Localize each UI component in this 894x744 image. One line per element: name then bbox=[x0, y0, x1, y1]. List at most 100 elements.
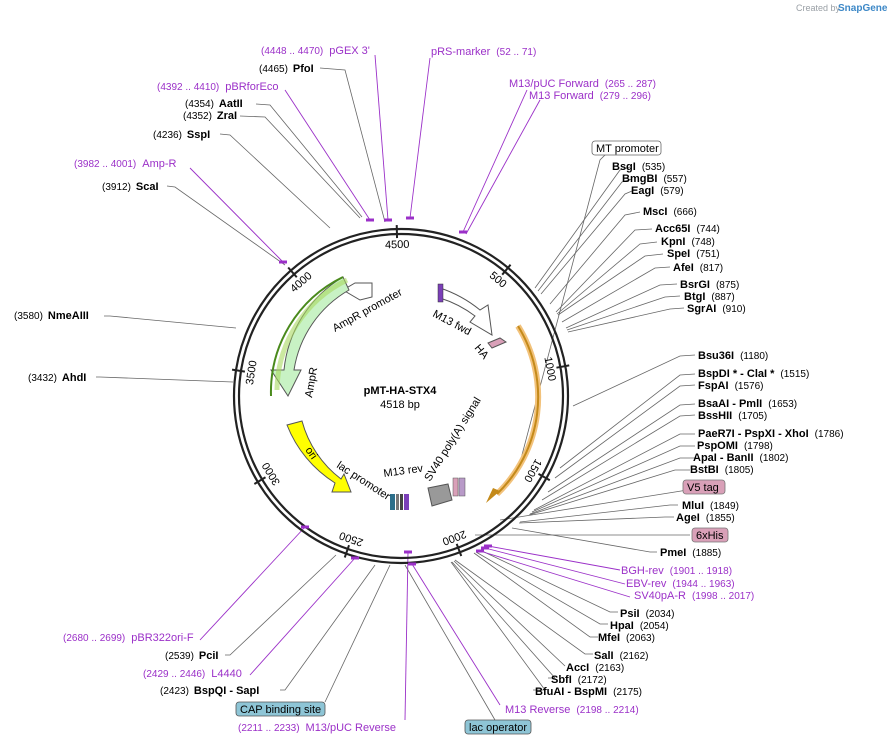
site-position: (2423) bbox=[160, 686, 189, 697]
site-name: NmeAIII bbox=[48, 310, 89, 322]
right-site: MscI(666) bbox=[643, 206, 697, 218]
primer-range: (4448 .. 4470) bbox=[261, 46, 323, 57]
primer-label: (2429 .. 2446)L4440 bbox=[143, 668, 242, 680]
primer-range: (2211 .. 2233) bbox=[238, 723, 300, 734]
site-position: (535) bbox=[642, 162, 665, 173]
feature-m13-fwd bbox=[437, 283, 493, 336]
primer-range: (4392 .. 4410) bbox=[157, 82, 219, 93]
tick-label-4000: 4000 bbox=[288, 270, 314, 295]
site-position: (887) bbox=[711, 292, 734, 303]
left-restriction-sites: (4465)PfoI(4354)AatII(4352)ZraI(4236)Ssp… bbox=[14, 63, 314, 697]
site-name: PaeR7I - PspXI - XhoI bbox=[698, 428, 809, 440]
left-site: (4465)PfoI bbox=[259, 63, 314, 75]
right-site: BstBI(1805) bbox=[690, 464, 754, 476]
right-site: SalI(2162) bbox=[594, 650, 648, 662]
credit-prefix: Created by bbox=[796, 3, 841, 13]
primer-range: (265 .. 287) bbox=[605, 79, 656, 90]
site-name: AccI bbox=[566, 662, 589, 674]
site-name: EagI bbox=[631, 185, 654, 197]
primer-range: (279 .. 296) bbox=[600, 91, 651, 102]
primer-name: pRS-marker bbox=[431, 46, 491, 58]
site-position: (4354) bbox=[185, 99, 214, 110]
svg-text:lac operator: lac operator bbox=[469, 722, 527, 734]
tick-label-1000: 1000 bbox=[541, 356, 557, 382]
right-site: MluI(1849) bbox=[682, 500, 739, 512]
site-position: (2163) bbox=[595, 663, 624, 674]
site-name: SbfI bbox=[551, 674, 572, 686]
ha-label: HA bbox=[472, 342, 491, 362]
tick-3000 bbox=[253, 476, 267, 485]
primer-marker bbox=[484, 544, 492, 548]
primer-name: Amp-R bbox=[142, 158, 176, 170]
site-position: (1802) bbox=[760, 453, 789, 464]
right-site: PspOMI(1798) bbox=[697, 440, 773, 452]
site-name: BspQI - SapI bbox=[194, 685, 259, 697]
site-position: (1849) bbox=[710, 501, 739, 512]
primer-label: SV40pA-R(1998 .. 2017) bbox=[634, 590, 754, 602]
primer-name: M13 Reverse bbox=[505, 704, 570, 716]
site-name: SpeI bbox=[667, 248, 690, 260]
right-site: ApaI - BanII(1802) bbox=[693, 452, 788, 464]
right-site: AccI (2163) bbox=[566, 662, 624, 674]
left-site: (4352)ZraI bbox=[183, 110, 237, 122]
primer-marker bbox=[408, 562, 416, 566]
right-restriction-sites: BsgI(535)BmgBI(557)EagI(579)MscI(666)Acc… bbox=[535, 161, 844, 698]
primer-label: M13 Reverse(2198 .. 2214) bbox=[505, 704, 639, 716]
feature-lac-region bbox=[390, 477, 466, 510]
right-site: Acc65I(744) bbox=[655, 223, 720, 235]
site-name: ScaI bbox=[136, 181, 159, 193]
site-position: (2175) bbox=[613, 687, 642, 698]
backbone-inner bbox=[237, 232, 565, 560]
right-site: PsiI(2034) bbox=[620, 608, 674, 620]
site-position: (2162) bbox=[620, 651, 649, 662]
primer-name: M13/pUC Reverse bbox=[306, 722, 396, 734]
site-name: PciI bbox=[199, 650, 219, 662]
site-name: BtgI bbox=[684, 291, 705, 303]
site-position: (557) bbox=[663, 174, 686, 185]
primer-marker bbox=[406, 216, 414, 220]
sv40-label: SV40 poly(A) signal bbox=[422, 395, 483, 483]
site-name: AatII bbox=[219, 98, 243, 110]
site-name: Acc65I bbox=[655, 223, 690, 235]
site-position: (1653) bbox=[768, 399, 797, 410]
site-name: PspOMI bbox=[697, 440, 738, 452]
primer-marker bbox=[384, 218, 392, 222]
right-site: BsrGI(875) bbox=[680, 279, 739, 291]
cap-binding-site-box: CAP binding site bbox=[235, 701, 326, 717]
site-position: (1885) bbox=[692, 548, 721, 559]
primer-label: (3982 .. 4001)Amp-R bbox=[74, 158, 177, 170]
tick-3500 bbox=[231, 368, 246, 373]
primer-label: (4392 .. 4410)pBRforEco bbox=[157, 81, 278, 93]
right-site: MfeI(2063) bbox=[598, 632, 655, 644]
svg-text:CAP binding site: CAP binding site bbox=[240, 704, 321, 716]
site-name: BssHII bbox=[698, 410, 732, 422]
left-site: (3580)NmeAIII bbox=[14, 310, 89, 322]
primer-range: (1944 .. 1963) bbox=[672, 579, 734, 590]
site-position: (2063) bbox=[626, 633, 655, 644]
site-position: (4352) bbox=[183, 111, 212, 122]
primer-label: EBV-rev(1944 .. 1963) bbox=[626, 578, 735, 590]
right-site: SgrAI(910) bbox=[687, 303, 746, 315]
ampr-label: AmpR bbox=[303, 366, 320, 398]
primer-name: M13 Forward bbox=[529, 90, 594, 102]
primer-marker bbox=[279, 260, 287, 264]
site-position: (817) bbox=[700, 263, 723, 274]
primer-label: (2211 .. 2233) M13/pUC Reverse bbox=[238, 722, 396, 734]
feature-sv40 bbox=[486, 324, 542, 503]
site-name: SgrAI bbox=[687, 303, 716, 315]
site-position: (666) bbox=[673, 207, 696, 218]
tick-500 bbox=[501, 264, 512, 276]
site-name: AhdI bbox=[62, 372, 86, 384]
right-site: BmgBI(557) bbox=[622, 173, 687, 185]
left-site: (3912)ScaI bbox=[102, 181, 159, 193]
site-position: (1180) bbox=[740, 351, 768, 362]
right-site: SpeI(751) bbox=[667, 248, 720, 260]
right-site: BsgI(535) bbox=[612, 161, 665, 173]
primer-label: (4448 .. 4470)pGEX 3' bbox=[261, 45, 370, 57]
primer-name: pBR322ori-F bbox=[131, 632, 194, 644]
site-position: (1705) bbox=[738, 411, 767, 422]
tick-label-4500: 4500 bbox=[385, 239, 410, 252]
primer-leader-lines bbox=[189, 54, 631, 721]
primer-range: (1998 .. 2017) bbox=[692, 591, 754, 602]
site-name: PsiI bbox=[620, 608, 640, 620]
